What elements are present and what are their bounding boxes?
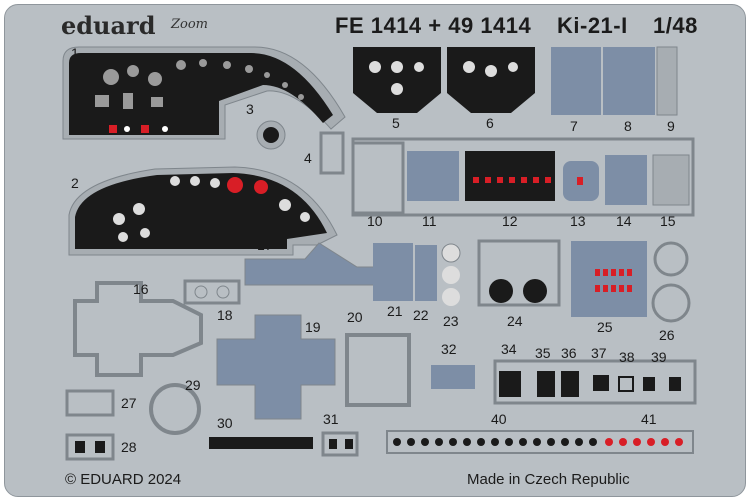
origin-label: Made in Czech Republic	[467, 471, 630, 488]
part-number-39: 39	[651, 349, 667, 365]
part-number-12: 12	[502, 213, 518, 229]
part-number-37: 37	[591, 345, 607, 361]
zoom-mark: Zoom	[171, 17, 209, 32]
part-number-30: 30	[217, 415, 233, 431]
part-number-7: 7	[570, 118, 578, 134]
part-number-32: 32	[441, 341, 457, 357]
part-number-20: 20	[347, 309, 363, 325]
part-number-41: 41	[641, 411, 657, 427]
part-number-36: 36	[561, 345, 577, 361]
part-number-29: 29	[185, 377, 201, 393]
scale-label: 1/48	[653, 13, 698, 38]
part-number-24: 24	[507, 313, 523, 329]
part-number-15: 15	[660, 213, 676, 229]
product-code: FE 1414 + 49 1414	[335, 13, 532, 38]
part-number-11: 11	[422, 213, 437, 229]
part-number-16: 16	[133, 281, 149, 297]
part-number-31: 31	[323, 411, 339, 427]
part-number-17: 17	[257, 237, 273, 253]
part-number-9: 9	[667, 118, 675, 134]
part-number-35: 35	[535, 345, 551, 361]
part-number-18: 18	[217, 307, 233, 323]
part-number-1: 1	[71, 45, 79, 61]
part-number-27: 27	[121, 395, 137, 411]
part-number-10: 10	[367, 213, 383, 229]
photo-etch-fret: eduard Zoom FE 1414 + 49 1414 Ki-21-I 1/…	[4, 4, 746, 497]
part-number-38: 38	[619, 349, 635, 365]
part-number-21: 21	[387, 303, 403, 319]
part-number-40: 40	[491, 411, 507, 427]
part-number-3: 3	[246, 101, 254, 117]
part-number-23: 23	[443, 313, 459, 329]
part-number-8: 8	[624, 118, 632, 134]
part-number-22: 22	[413, 307, 429, 323]
part-number-2: 2	[71, 175, 79, 191]
part-number-14: 14	[616, 213, 632, 229]
fret-artwork	[62, 46, 697, 461]
part-number-25: 25	[597, 319, 613, 335]
part-number-19: 19	[305, 319, 321, 335]
brand-logo: eduard	[61, 11, 156, 40]
part-number-13: 13	[570, 213, 586, 229]
part-number-5: 5	[392, 115, 400, 131]
part-number-26: 26	[659, 327, 675, 343]
part-1-instrument-panel	[62, 46, 346, 140]
part-number-34: 34	[501, 341, 517, 357]
part-number-6: 6	[486, 115, 494, 131]
part-number-28: 28	[121, 439, 137, 455]
copyright-label: © EDUARD 2024	[65, 471, 182, 488]
part-2-instrument-panel	[68, 166, 338, 256]
part-number-4: 4	[304, 150, 312, 166]
model-name: Ki-21-I	[557, 13, 628, 38]
